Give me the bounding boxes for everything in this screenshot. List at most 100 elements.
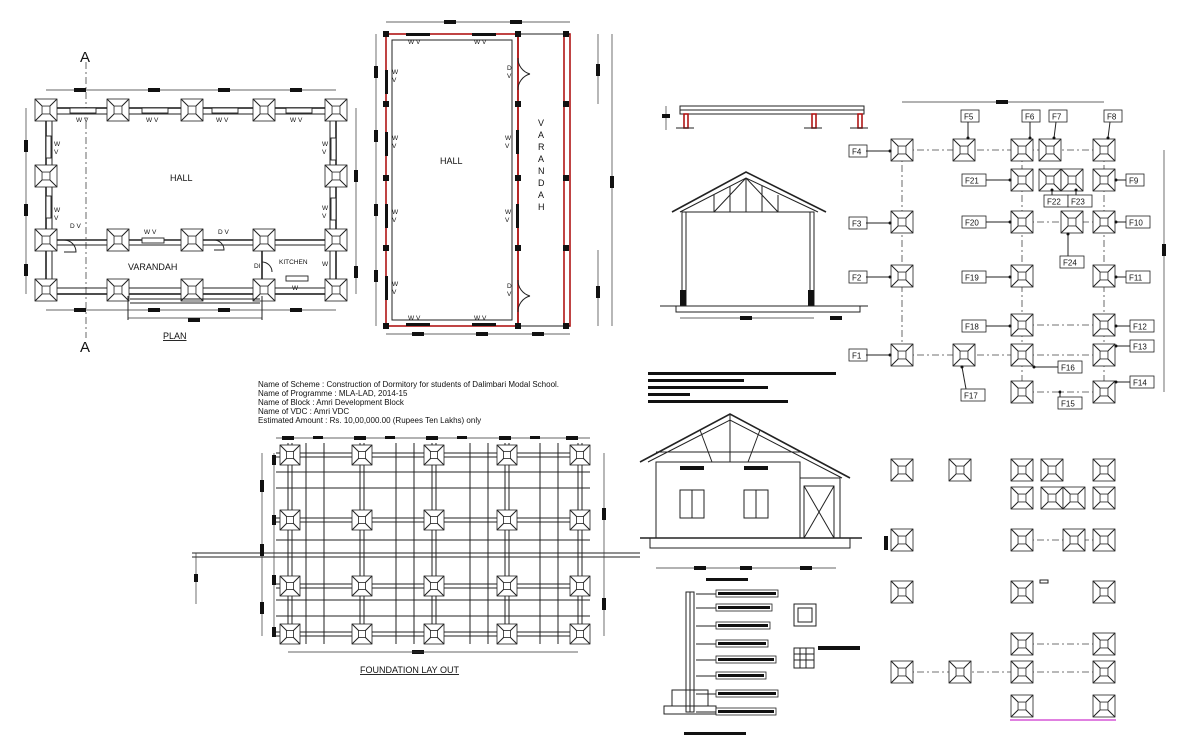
footing-tag: F7	[1048, 109, 1068, 140]
hall-v-3: V	[392, 217, 397, 224]
footing-square-symbol	[1010, 343, 1034, 367]
hall-wv-bot-1: W V	[408, 315, 421, 322]
plan-w-left-2: W	[54, 207, 61, 214]
plan-wv-2: W V	[146, 117, 159, 124]
dimension-tick	[290, 88, 302, 92]
hall-v-d-1: V	[507, 73, 512, 80]
section-marker-bottom: A	[80, 339, 90, 356]
dimension-tick	[476, 332, 488, 336]
dimension-tick	[74, 88, 86, 92]
svg-text:F12: F12	[1133, 323, 1147, 332]
detail-callout	[696, 671, 767, 680]
footing-square-symbol	[1010, 210, 1034, 234]
foundation-footing	[496, 623, 518, 645]
foundation-footing	[351, 575, 373, 597]
foundation-footing	[423, 575, 445, 597]
hall-w-2: W	[392, 135, 399, 142]
dimension-tick	[354, 436, 366, 440]
footing-square-symbol	[890, 458, 914, 482]
footing-layout-plain	[890, 458, 1116, 721]
scheme-name: Name of Scheme : Construction of Dormito…	[258, 380, 559, 389]
dimension-tick	[385, 436, 395, 439]
hall-plan-hall-label: HALL	[440, 156, 463, 166]
plan-wv-4: W V	[290, 117, 303, 124]
dimension-tick	[24, 140, 28, 152]
svg-text:F21: F21	[965, 177, 979, 186]
footing-square-symbol	[890, 210, 914, 234]
footing-tag: F9	[1114, 173, 1145, 187]
footing-square-symbol	[1010, 486, 1034, 510]
svg-text:F16: F16	[1061, 364, 1075, 373]
hall-v-r-1: V	[505, 143, 510, 150]
plan-column	[180, 228, 204, 252]
hall-d-1: D	[507, 65, 512, 72]
footing-tag: F13	[1114, 339, 1155, 353]
footing-tag: F11	[1114, 270, 1151, 284]
varandah-letter: A	[538, 190, 544, 200]
footing-square-symbol	[1092, 168, 1116, 192]
svg-text:F6: F6	[1025, 113, 1035, 122]
varandah-letter: H	[538, 202, 545, 212]
footing-square-symbol	[952, 343, 976, 367]
dimension-tick	[24, 204, 28, 216]
plan-column	[106, 228, 130, 252]
plan-column	[324, 228, 348, 252]
foundation-footing	[279, 623, 301, 645]
plan-column	[34, 98, 58, 122]
dimension-tick	[596, 64, 600, 76]
varandah-letter: V	[538, 118, 544, 128]
detail-callout	[696, 639, 769, 648]
footing-tag: F8	[1103, 109, 1123, 140]
dimension-tick	[596, 286, 600, 298]
svg-text:F1: F1	[852, 352, 862, 361]
footing-square-symbol	[890, 580, 914, 604]
footing-tag: F1	[848, 348, 892, 362]
footing-tag: F12	[1114, 319, 1155, 333]
plan-wv-1: W V	[76, 117, 89, 124]
svg-text:F13: F13	[1133, 343, 1147, 352]
footing-square-symbol	[1010, 313, 1034, 337]
detail-callout	[696, 589, 779, 598]
svg-text:F24: F24	[1063, 259, 1077, 268]
scheme-programme: Name of Programme : MLA-LAD, 2014-15	[258, 389, 408, 398]
footing-square-symbol	[1010, 380, 1034, 404]
footing-square-symbol	[1092, 380, 1116, 404]
footing-tag: F16	[1032, 360, 1083, 374]
footing-square-symbol	[1010, 580, 1034, 604]
footing-square-symbol	[948, 458, 972, 482]
dimension-tick	[530, 436, 540, 439]
hall-column	[515, 245, 521, 251]
foundation-footing	[496, 444, 518, 466]
footing-square-symbol	[1038, 138, 1062, 162]
footing-square-symbol	[890, 660, 914, 684]
svg-text:F10: F10	[1129, 219, 1143, 228]
hall-column	[563, 31, 569, 37]
dimension-tick	[374, 270, 378, 282]
plan-w-kitchen: W	[292, 285, 299, 292]
hall-column	[515, 175, 521, 181]
dimension-tick	[272, 515, 276, 525]
dimension-tick	[272, 575, 276, 585]
foundation-footing	[351, 623, 373, 645]
footing-square-symbol	[1092, 343, 1116, 367]
footing-square-symbol	[1092, 486, 1116, 510]
footing-tag: F15	[1057, 390, 1083, 410]
hall-column	[383, 245, 389, 251]
plan-hall-label: HALL	[170, 173, 193, 183]
foundation-layout: FOUNDATION LAY OUT	[192, 436, 640, 675]
footing-tag: F18	[961, 319, 1012, 333]
hall-plan: HALL VARANDAH W V W V W V W V W V W V W …	[374, 20, 614, 336]
dimension-tick	[602, 598, 606, 610]
footing-square-symbol	[1010, 632, 1034, 656]
hall-w-3: W	[392, 209, 399, 216]
roof-section	[660, 105, 868, 320]
dimension-tick	[444, 20, 456, 24]
plan-wv-5: W V	[144, 229, 157, 236]
foundation-footing	[496, 509, 518, 531]
wall-section-detail	[663, 578, 860, 735]
hall-column	[563, 245, 569, 251]
footing-tag: F17	[960, 365, 986, 402]
svg-text:F9: F9	[1129, 177, 1139, 186]
plan-wv-3: W V	[216, 117, 229, 124]
